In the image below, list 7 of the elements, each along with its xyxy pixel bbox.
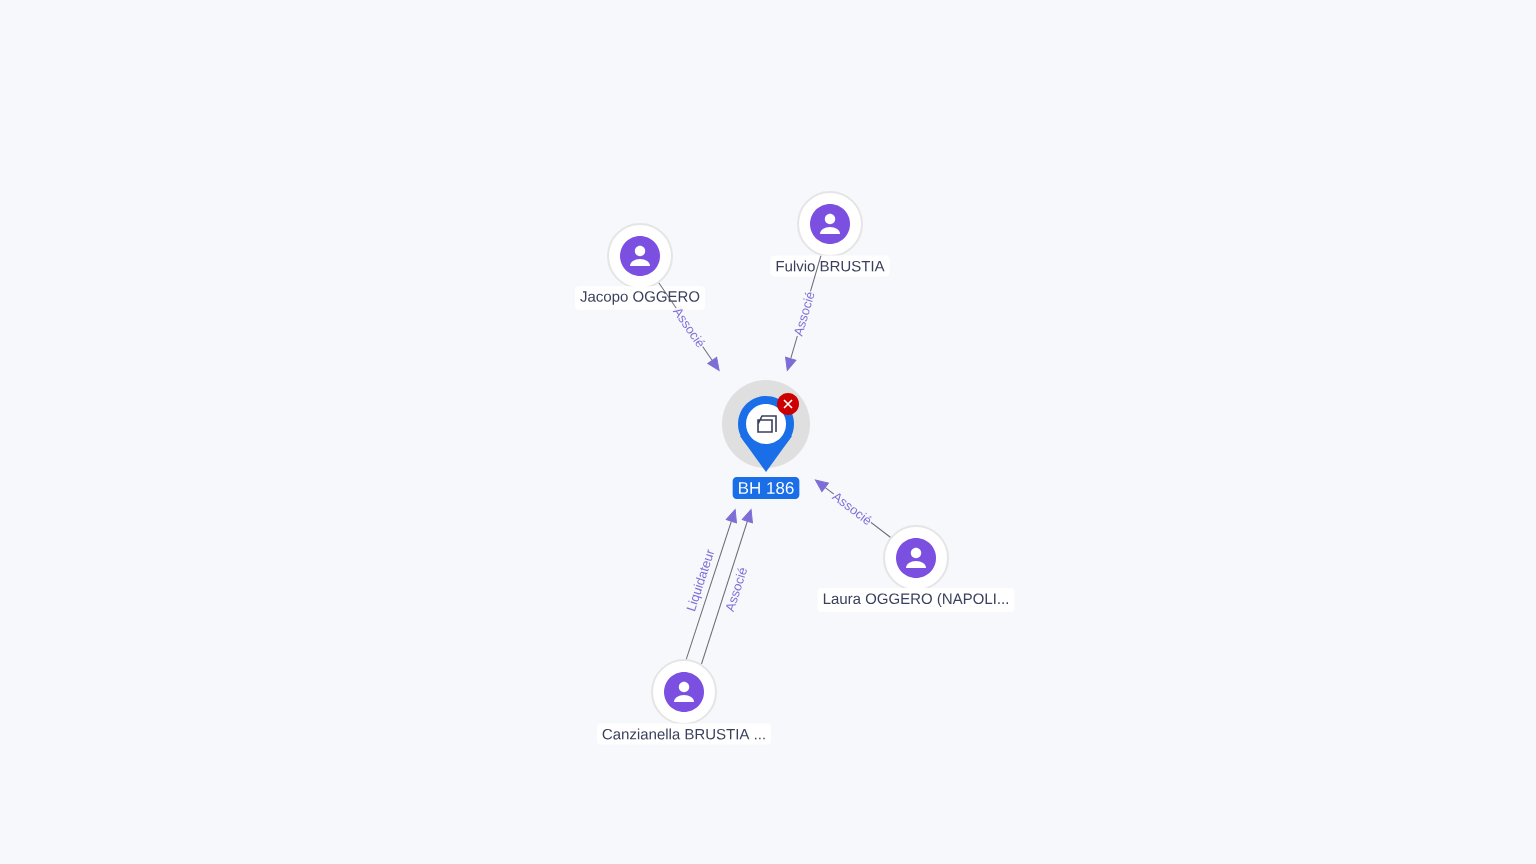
connector <box>814 479 891 538</box>
connector <box>785 255 822 371</box>
connector <box>658 282 720 372</box>
connector <box>701 509 753 665</box>
connector <box>685 509 737 660</box>
node-label: BH 186 <box>739 482 794 495</box>
location-pin: BH 186 <box>722 380 810 500</box>
